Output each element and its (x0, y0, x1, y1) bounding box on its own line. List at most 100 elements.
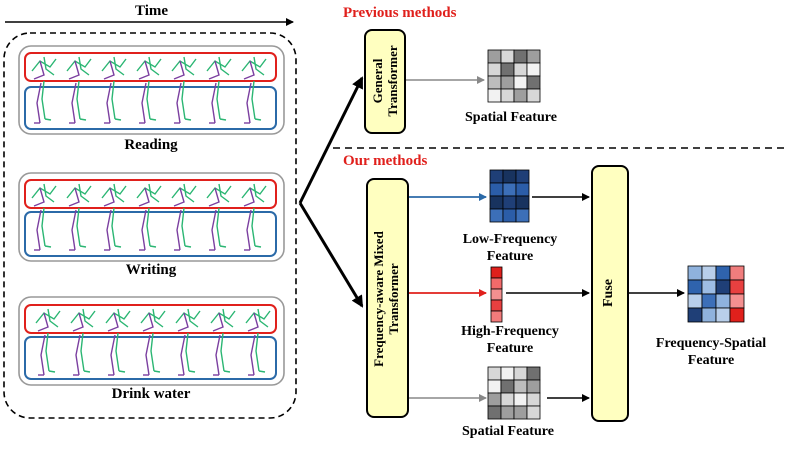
skeleton-limb (71, 82, 77, 124)
grid-cell (489, 195, 504, 210)
skeleton-limb (117, 308, 129, 328)
grid-cell (513, 405, 528, 420)
skeleton-limb (79, 245, 87, 248)
grid-cell (526, 366, 541, 381)
frequency-aware-transformer-box (366, 178, 409, 418)
skeleton-limb (246, 82, 252, 124)
skeleton-limb (211, 209, 217, 251)
skeleton-limb (118, 370, 126, 373)
grid-cell (487, 75, 502, 90)
skeleton-limb (173, 187, 185, 207)
grid-cell (502, 169, 517, 184)
skeleton-limb (113, 183, 125, 203)
skeleton-limb (33, 60, 45, 80)
skeleton-limb (181, 207, 186, 247)
skeleton-limb (243, 60, 255, 80)
skeleton-limb (216, 80, 221, 120)
skeleton-limb (106, 209, 112, 251)
skeleton-limb (33, 187, 45, 207)
skeleton-limb (176, 209, 182, 251)
skeleton-limb (83, 370, 91, 373)
grid-cell (487, 88, 502, 103)
grid-cell (715, 265, 731, 281)
grid-cell (489, 169, 504, 184)
grid-cell (513, 392, 528, 407)
skeleton-limb (253, 183, 265, 203)
time-label: Time (135, 3, 169, 19)
skeleton-limb (253, 56, 265, 76)
lower-body-box (24, 211, 277, 257)
grid-cell (500, 75, 515, 90)
skeleton-limb (107, 312, 119, 332)
spatial-feature-grid-top (487, 49, 541, 103)
skeleton-limb (218, 183, 230, 203)
skeleton-limb (43, 183, 55, 203)
skeleton-limb (76, 80, 81, 120)
skeleton-limb (142, 312, 154, 332)
grid-cell (513, 49, 528, 64)
lower-body-box (24, 336, 277, 380)
skeleton-limb (146, 80, 151, 120)
skeleton-limb (103, 187, 115, 207)
grid-cell (526, 88, 541, 103)
skeleton-limb (247, 312, 259, 332)
grid-cell (490, 310, 503, 323)
skeleton-limb (173, 60, 185, 80)
skeleton-limb (254, 245, 262, 248)
skeleton-limb (176, 82, 182, 124)
skeleton-limb (185, 332, 190, 372)
grid-cell (701, 265, 717, 281)
skeleton-limb (184, 118, 192, 121)
grid-cell (729, 279, 745, 295)
skeleton-limb (72, 312, 84, 332)
skeleton-limb (251, 80, 256, 120)
grid-cell (715, 307, 731, 323)
action-label-reading: Reading (124, 137, 178, 153)
skeleton-limb (78, 56, 90, 76)
grid-cell (500, 88, 515, 103)
skeleton-limb (44, 245, 52, 248)
grid-cell (701, 307, 717, 323)
grid-cell (515, 195, 530, 210)
grid-cell (513, 366, 528, 381)
skeleton-limb (76, 207, 81, 247)
branch-arrow-bottom (298, 202, 364, 308)
grid-cell (487, 405, 502, 420)
skeleton-limb (36, 209, 42, 251)
grid-cell (715, 279, 731, 295)
skeleton-limb (43, 56, 55, 76)
grid-cell (701, 293, 717, 309)
skeleton-limb (219, 245, 227, 248)
skeleton-limb (219, 118, 227, 121)
previous-methods-title: Previous methods (343, 5, 457, 21)
skeleton-limb (110, 334, 116, 376)
action-samples-container (3, 32, 297, 419)
grid-cell (500, 49, 515, 64)
grid-cell (500, 366, 515, 381)
skeleton-limb (215, 334, 221, 376)
grid-cell (687, 265, 703, 281)
skeleton-limb (183, 183, 195, 203)
skeleton-limb (258, 370, 266, 373)
skeleton-limb (113, 56, 125, 76)
skeleton-limb (153, 370, 161, 373)
grid-cell (513, 379, 528, 394)
skeleton-limb (188, 370, 196, 373)
our-methods-title: Our methods (343, 153, 428, 169)
skeleton-limb (75, 334, 81, 376)
frequency-spatial-feature-grid (687, 265, 745, 323)
skeleton-limb (184, 245, 192, 248)
grid-cell (526, 379, 541, 394)
skeleton-limb (145, 334, 151, 376)
grid-cell (489, 208, 504, 223)
skeleton-limb (115, 332, 120, 372)
low-frequency-feature-label: Low-Frequency Feature (462, 232, 558, 264)
skeleton-limb (138, 187, 150, 207)
skeleton-limb (114, 245, 122, 248)
grid-cell (701, 279, 717, 295)
grid-cell (502, 195, 517, 210)
skeleton-limb (138, 60, 150, 80)
grid-cell (513, 75, 528, 90)
skeleton-limb (103, 60, 115, 80)
